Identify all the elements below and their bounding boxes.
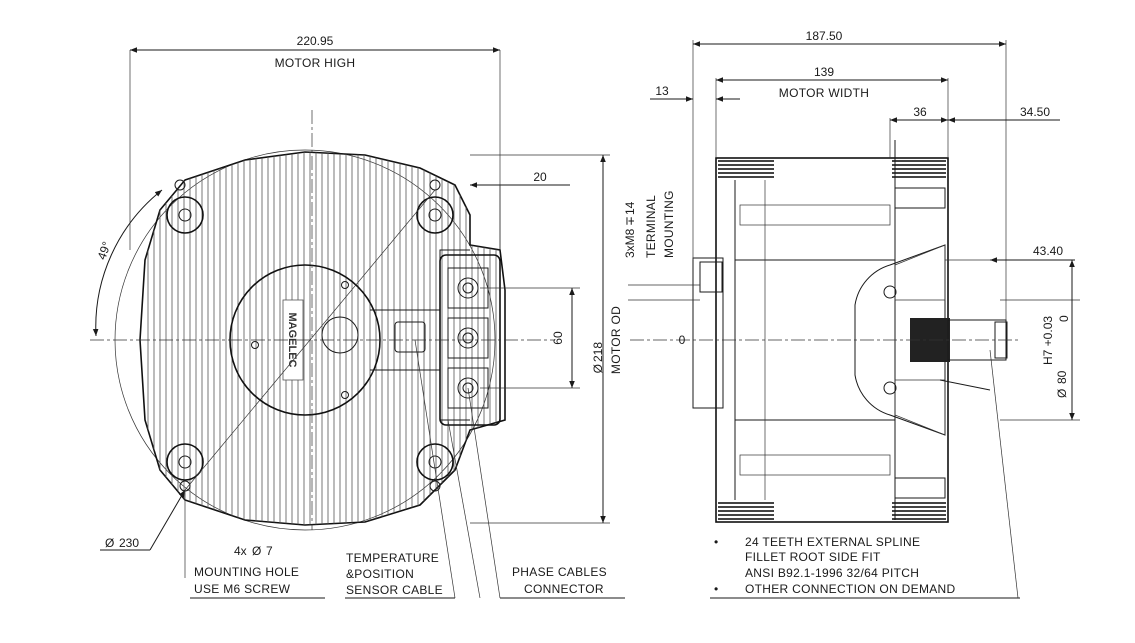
svg-text:•: • xyxy=(714,535,719,549)
hole-dia-7: 7 xyxy=(266,544,273,558)
terminal-depth: 14 xyxy=(623,201,637,215)
callout-phase-cables: PHASE CABLES xyxy=(512,565,607,579)
dim-36: 36 xyxy=(913,105,927,119)
motor-body-outline xyxy=(139,151,506,526)
dim-220-95: 220.95 xyxy=(297,34,334,48)
callout-connector: CONNECTOR xyxy=(524,582,604,596)
hub-boss xyxy=(321,316,359,354)
note-spline: 24 TEETH EXTERNAL SPLINE xyxy=(745,535,920,549)
front-view: MAGELEC 220.95 M xyxy=(90,34,623,558)
motor-od-label: MOTOR OD xyxy=(609,306,623,374)
dim-218: 218 xyxy=(591,342,605,362)
dim-13: 13 xyxy=(655,84,669,98)
dim-187-50: 187.50 xyxy=(806,29,843,43)
terminal-label: TERMINAL xyxy=(644,195,658,258)
svg-text:∓: ∓ xyxy=(623,216,637,226)
dim-zero: 0 xyxy=(679,333,686,347)
callout-temperature: TEMPERATURE xyxy=(346,551,439,565)
motor-high-label: MOTOR HIGH xyxy=(275,56,356,70)
svg-text:•: • xyxy=(714,582,719,596)
dim-20: 20 xyxy=(533,170,547,184)
note-other-connection: OTHER CONNECTION ON DEMAND xyxy=(745,582,956,596)
terminal-thread: 3xM8 xyxy=(623,228,637,258)
tolerance-h7: H7 +0.03 xyxy=(1041,316,1055,365)
svg-text:Ø: Ø xyxy=(591,364,605,373)
hole-count: 4x xyxy=(234,544,247,558)
callout-sensor-cable: SENSOR CABLE xyxy=(346,583,443,597)
mounting-label: MOUNTING xyxy=(662,190,676,258)
callout-position: &POSITION xyxy=(346,567,414,581)
svg-text:Ø: Ø xyxy=(252,544,261,558)
callout-mounting-hole: MOUNTING HOLE xyxy=(194,565,299,579)
dim-80: 80 xyxy=(1055,370,1069,384)
callout-m6-screw: USE M6 SCREW xyxy=(194,582,291,596)
svg-text:Ø: Ø xyxy=(105,536,114,550)
svg-text:Ø: Ø xyxy=(1055,389,1069,398)
dim-139: 139 xyxy=(814,65,834,79)
dim-34-50: 34.50 xyxy=(1020,105,1050,119)
mounting-ears xyxy=(166,179,454,492)
dim-43-40: 43.40 xyxy=(1033,244,1063,258)
notes: • 24 TEETH EXTERNAL SPLINE FILLET ROOT S… xyxy=(710,535,1020,599)
dim-230: 230 xyxy=(119,536,139,550)
motor-width-label: MOTOR WIDTH xyxy=(779,86,869,100)
note-fillet: FILLET ROOT SIDE FIT xyxy=(745,550,881,564)
dim-60: 60 xyxy=(551,331,565,345)
tolerance-zero: 0 xyxy=(1057,315,1071,322)
side-fins xyxy=(718,160,946,520)
sensor-cable-gland xyxy=(394,321,426,353)
side-view: 187.50 139 MOTOR WIDTH 13 36 34.50 3xM8 … xyxy=(623,29,1080,599)
note-ansi: ANSI B92.1-1996 32/64 PITCH xyxy=(745,566,919,580)
dim-49-deg: 49° xyxy=(95,240,114,262)
callouts: MOUNTING HOLE USE M6 SCREW TEMPERATURE &… xyxy=(184,339,625,599)
